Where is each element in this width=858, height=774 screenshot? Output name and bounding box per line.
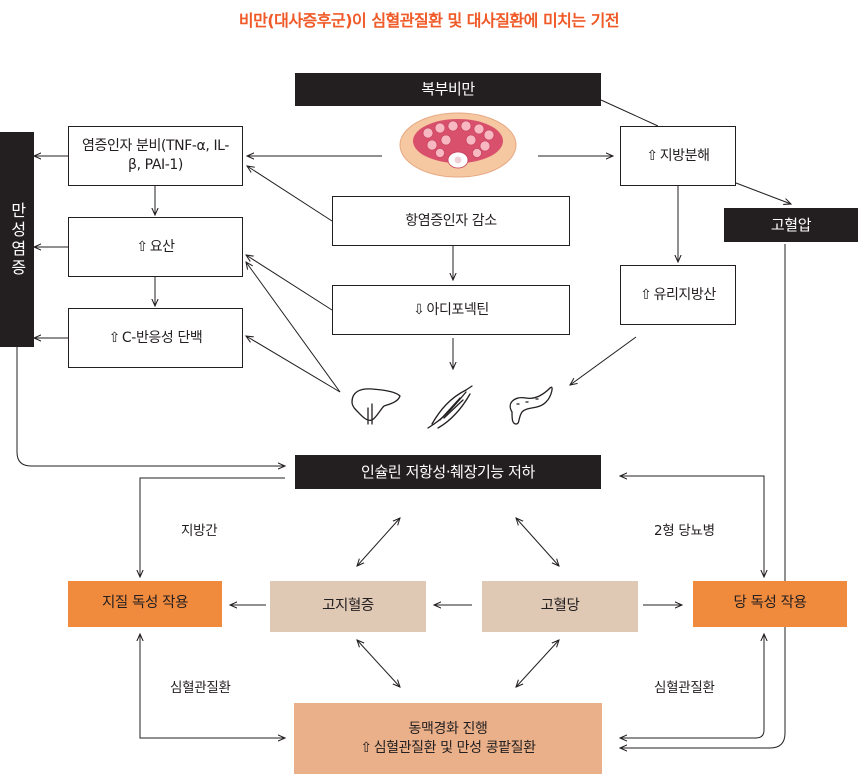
node-uric-acid: 요산 — [68, 217, 243, 277]
arrow-hyperglycemia-athero — [516, 640, 559, 687]
node-insulin-resistance: 인슐린 저항성·췌장기능 저하 — [295, 455, 601, 489]
node-lipotoxicity: 지질 독성 작용 — [68, 581, 222, 627]
node-hyperlipidemia: 고지혈증 — [270, 581, 426, 632]
liver-icon — [351, 388, 401, 425]
arrow-insulin-hyperlipidemia — [357, 518, 400, 566]
node-free-fatty-acid-label: 유리지방산 — [640, 286, 716, 305]
node-atherosclerosis-line2: 심혈관질환 및 만성 콩팥질환 — [360, 739, 536, 758]
node-adiponectin-label: 아디포넥틴 — [413, 301, 489, 320]
node-abdominal-obesity: 복부비만 — [295, 73, 601, 106]
arrow-glucotoxicity-athero — [620, 634, 764, 738]
node-crp-label: C-반응성 단백 — [109, 329, 203, 348]
node-lipolysis-label: 지방분해 — [646, 147, 710, 166]
arrow-hyperlipidemia-athero — [357, 640, 400, 687]
node-anti-inflammatory-decrease: 항염증인자 감소 — [332, 196, 570, 246]
arrow-hypertension-to-athero — [620, 244, 786, 748]
arrow-insulin-to-lipotoxicity — [140, 477, 285, 577]
line-obesity-to-lipolysis — [600, 99, 659, 127]
label-cvd-right: 심혈관질환 — [654, 680, 715, 696]
arrow-organs-to-uric — [246, 262, 341, 393]
arrow-adiponectin-to-uric — [246, 255, 333, 311]
label-fatty-liver: 지방간 — [181, 523, 218, 539]
abdomen-cross-section-icon — [399, 112, 517, 178]
node-lipolysis: 지방분해 — [620, 126, 736, 186]
node-chronic-inflammation: 만성염증 — [0, 132, 34, 347]
node-glucotoxicity: 당 독성 작용 — [693, 581, 847, 627]
arrow-insulin-hyperglycemia — [516, 518, 559, 566]
node-hyperglycemia: 고혈당 — [482, 581, 638, 632]
pancreas-icon — [509, 386, 553, 425]
node-atherosclerosis: 동맥경화 진행 심혈관질환 및 만성 콩팥질환 — [294, 703, 602, 774]
node-hypertension: 고혈압 — [724, 208, 858, 242]
arrow-lipotoxicity-athero — [140, 634, 285, 738]
node-free-fatty-acid: 유리지방산 — [620, 265, 736, 325]
node-inflammatory-secretion: 염증인자 분비(TNF-α, IL-β, PAI-1) — [68, 126, 243, 186]
arrow-antiinflam-to-inflammation — [247, 166, 333, 222]
node-crp: C-반응성 단백 — [68, 308, 243, 368]
diagram-title: 비만(대사증후군)이 심혈관질환 및 대사질환에 미치는 기전 — [238, 11, 620, 30]
label-type2-diabetes: 2형 당뇨병 — [654, 523, 715, 539]
node-inflammatory-secretion-label: 염증인자 분비(TNF-α, IL-β, PAI-1) — [82, 138, 229, 173]
arrow-chronic-to-insulin — [16, 347, 285, 466]
arrow-ffa-to-organs — [570, 336, 637, 385]
arrow-organs-to-crp — [246, 336, 341, 393]
label-cvd-left: 심혈관질환 — [170, 680, 231, 696]
node-uric-acid-label: 요산 — [136, 238, 175, 257]
node-adiponectin: 아디포넥틴 — [332, 285, 570, 335]
node-atherosclerosis-line1: 동맥경화 진행 — [408, 720, 488, 737]
arrow-lipolysis-to-hypertension — [735, 182, 791, 204]
muscle-icon — [427, 385, 473, 429]
arrow-insulin-glucotoxicity — [620, 476, 764, 577]
